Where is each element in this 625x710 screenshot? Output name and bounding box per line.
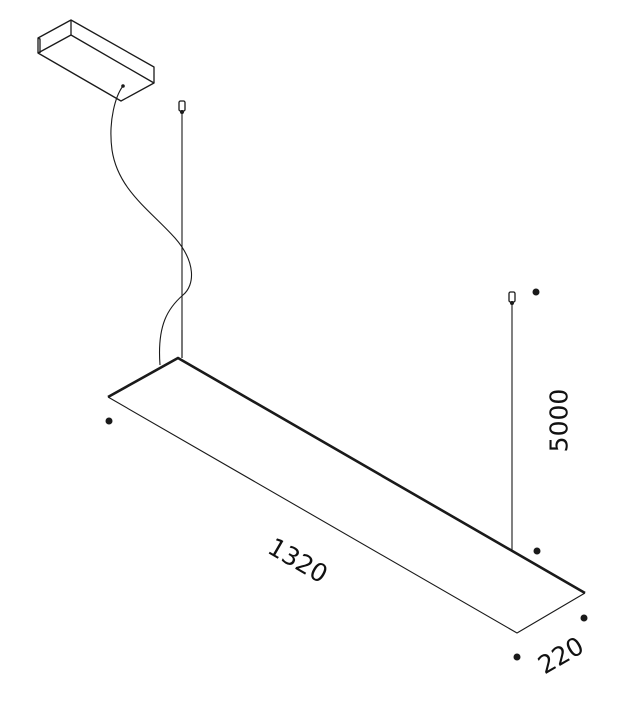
canopy: [37, 19, 155, 102]
suspension-wire-right: [508, 291, 516, 551]
power-cable: [110, 85, 193, 366]
dimension-markers: [105, 288, 588, 661]
suspension-wire-left: [178, 100, 186, 358]
dimension-height-label: 5000: [544, 388, 574, 453]
light-panel: [107, 356, 586, 634]
